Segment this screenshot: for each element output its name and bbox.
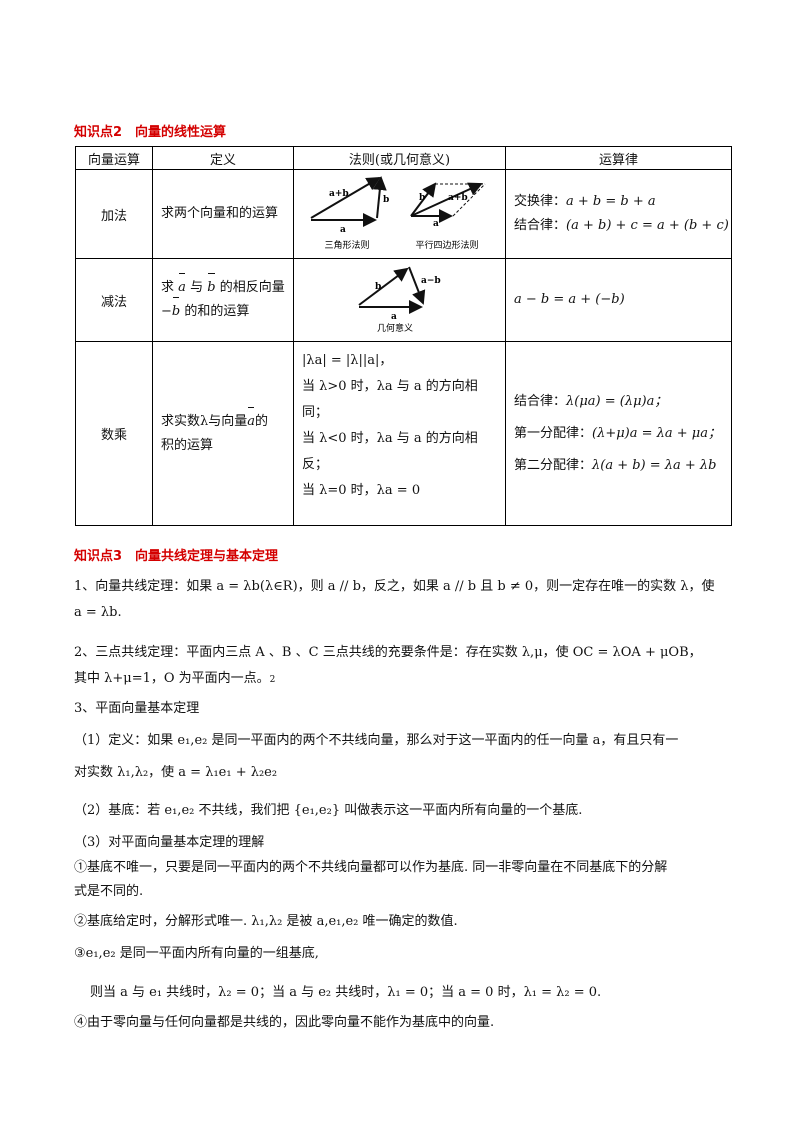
figure-subtraction: b a−b a 几何意义 (293, 258, 506, 342)
rule-line-magnitude: |λa| = |λ||a|， (302, 353, 393, 368)
table-row-subtraction: 减法 求 a 与 b 的相反向量 −b 的和的运算 b a−b a 几何意义 a… (75, 258, 732, 342)
op-scalar: 数乘 (75, 341, 153, 526)
para-point-3b: 则当 a 与 e₁ 共线时，λ₂ = 0；当 a 与 e₂ 共线时，λ₁ = 0… (90, 985, 602, 1000)
para-collinear-theorem-2: a = λb. (74, 605, 122, 620)
caption-geometric-meaning: 几何意义 (376, 322, 412, 334)
para-collinear-theorem: 1、向量共线定理：如果 a = λb(λ∈R)，则 a // b，反之，如果 a… (74, 579, 715, 594)
law-subtraction: a − b = a + (−b) (505, 258, 732, 342)
rule-line-negative: 当 λ<0 时，λa 与 a 的方向相反； (302, 431, 478, 472)
label-b-subtraction: b (375, 282, 381, 292)
rule-line-positive: 当 λ>0 时，λa 与 a 的方向相同； (302, 379, 478, 420)
label-b-triangle: b (383, 195, 389, 205)
label-a-plus-b-parallelogram: a+b (448, 193, 468, 203)
caption-parallelogram-rule: 平行四边形法则 (415, 239, 478, 251)
label-b-parallelogram: b (419, 193, 425, 203)
op-addition: 加法 (75, 169, 153, 259)
para-definition: （1）定义：如果 e₁,e₂ 是同一平面内的两个不共线向量，那么对于这一平面内的… (74, 733, 679, 748)
def-scalar: 求实数λ与向量a的 积的运算 (152, 341, 294, 526)
header-rule: 法则(或几何意义) (293, 146, 506, 170)
para-three-points-2: 其中 λ+μ=1，O 为平面内一点。2 (74, 671, 276, 686)
figure-addition: a+b b a a+b b a 三角形法则 平行四边形法则 (293, 169, 506, 259)
label-a-parallelogram: a (433, 219, 439, 229)
para-point-1b: 式是不同的. (74, 884, 144, 899)
law-first-distributive: 第一分配律：(λ+μ)a = λa + μa； (514, 425, 721, 441)
def-subtraction: 求 a 与 b 的相反向量 −b 的和的运算 (152, 258, 294, 342)
header-operation: 向量运算 (75, 146, 153, 170)
section-title-2: 知识点2 向量的线性运算 (74, 125, 227, 140)
def-addition: 求两个向量和的运算 (152, 169, 294, 259)
label-a-minus-b: a−b (421, 276, 441, 286)
para-point-1: ①基底不唯一，只要是同一平面内的两个不共线向量都可以作为基底. 同一非零向量在不… (74, 860, 668, 875)
subtraction-diagram: b a−b a 几何意义 (357, 266, 441, 334)
laws-addition: 交换律：a + b = b + a 结合律：(a + b) + c = a + … (505, 169, 732, 259)
label-a-subtraction: a (391, 312, 397, 322)
para-three-points: 2、三点共线定理：平面内三点 A 、B 、C 三点共线的充要条件是：存在实数 λ… (74, 645, 702, 660)
header-definition: 定义 (152, 146, 294, 170)
label-a-plus-b-triangle: a+b (329, 189, 349, 199)
para-point-4: ④由于零向量与任何向量都是共线的，因此零向量不能作为基底中的向量. (74, 1015, 495, 1030)
law-commutative: 交换律：a + b = b + a (514, 194, 656, 209)
op-subtraction: 减法 (75, 258, 153, 342)
rule-line-zero: 当 λ=0 时，λa = 0 (302, 483, 421, 498)
para-understanding: （3）对平面向量基本定理的理解 (74, 835, 265, 850)
table-row-addition: 加法 求两个向量和的运算 a+b b a (75, 169, 732, 259)
para-point-2: ②基底给定时，分解形式唯一. λ₁,λ₂ 是被 a,e₁,e₂ 唯一确定的数值. (74, 914, 458, 929)
law-second-distributive: 第二分配律：λ(a + b) = λa + λb (514, 457, 717, 473)
label-a-triangle: a (340, 225, 346, 235)
para-definition-2: 对实数 λ₁,λ₂，使 a = λ₁e₁ + λ₂e₂ (74, 765, 278, 780)
section-title-3: 知识点3 向量共线定理与基本定理 (74, 549, 279, 564)
table-row-scalar: 数乘 求实数λ与向量a的 积的运算 |λa| = |λ||a|， 当 λ>0 时… (75, 341, 732, 526)
table-header-row: 向量运算 定义 法则(或几何意义) 运算律 (75, 146, 732, 170)
addition-diagram: a+b b a a+b b a 三角形法则 平行四边形法则 (309, 176, 485, 251)
linear-operations-table: 向量运算 定义 法则(或几何意义) 运算律 加法 求两个向量和的运算 a+b b… (75, 146, 732, 526)
laws-scalar: 结合律：λ(μa) = (λμ)a； 第一分配律：(λ+μ)a = λa + μ… (505, 341, 732, 526)
header-law: 运算律 (505, 146, 732, 170)
rule-scalar: |λa| = |λ||a|， 当 λ>0 时，λa 与 a 的方向相同； 当 λ… (293, 341, 506, 526)
law-associative: 结合律：(a + b) + c = a + (b + c) (514, 218, 729, 233)
para-basis: （2）基底：若 e₁,e₂ 不共线，我们把 {e₁,e₂} 叫做表示这一平面内所… (74, 803, 583, 818)
para-point-3: ③e₁,e₂ 是同一平面内所有向量的一组基底, (74, 946, 319, 961)
para-basic-theorem-title: 3、平面向量基本定理 (74, 701, 200, 716)
caption-triangle-rule: 三角形法则 (324, 239, 369, 251)
law-scalar-associative: 结合律：λ(μa) = (λμ)a； (514, 393, 668, 409)
